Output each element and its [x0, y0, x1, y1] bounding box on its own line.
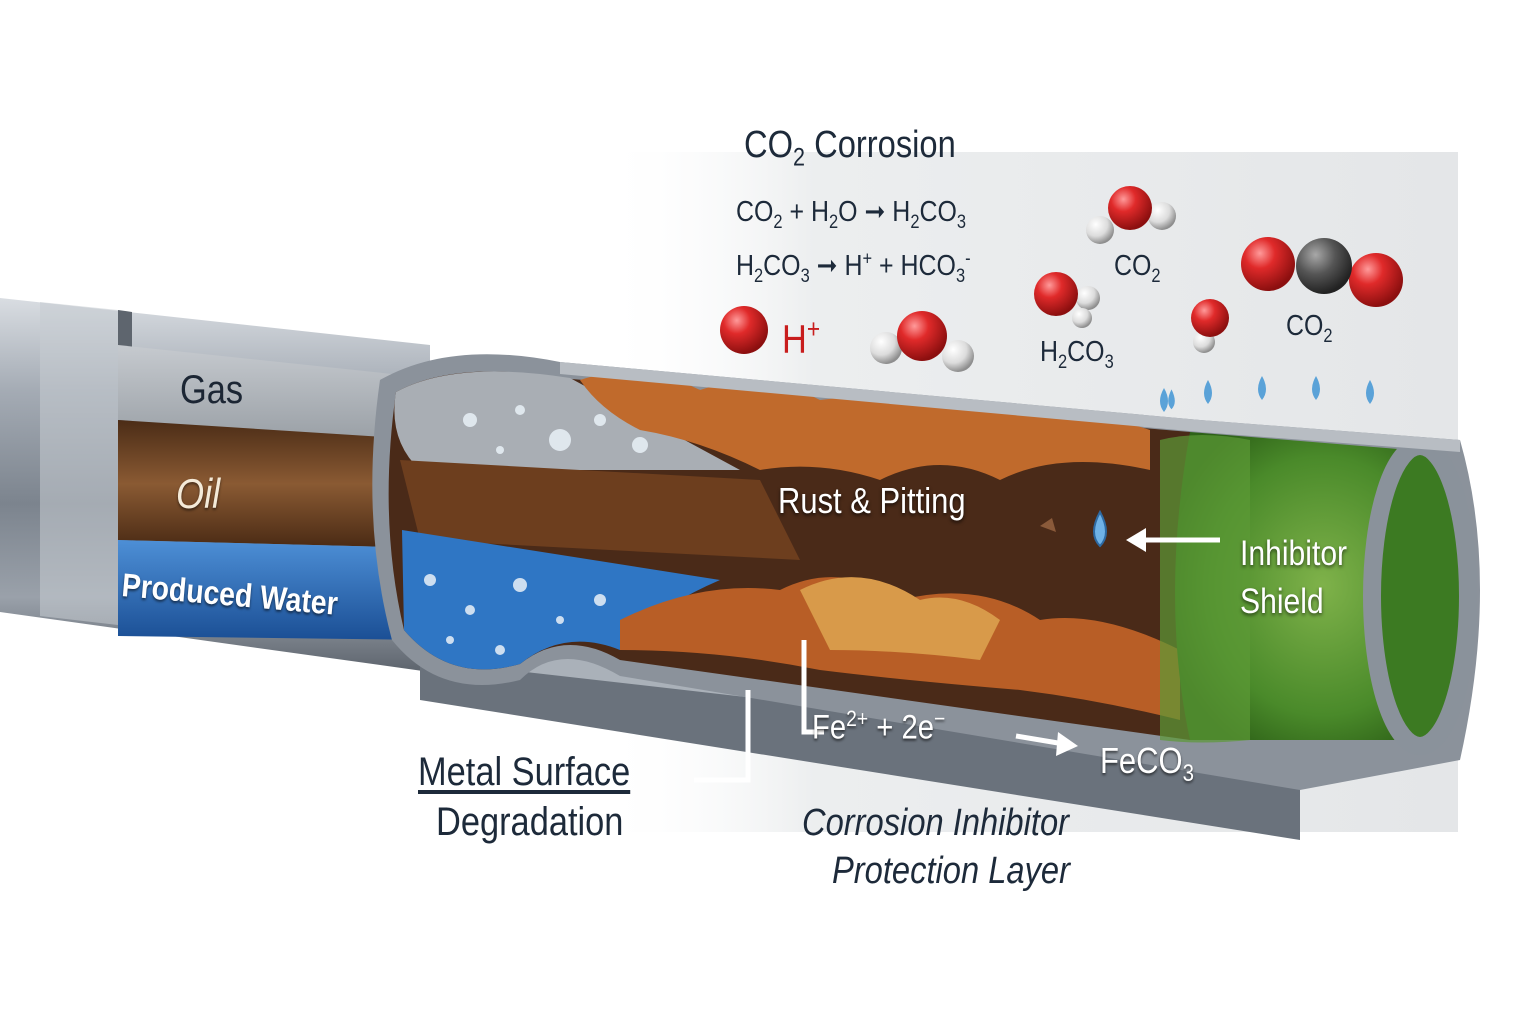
diagram-title: CO2 Corrosion: [744, 124, 956, 172]
gas-band: [118, 345, 430, 440]
metal-surface-callout-line1: Metal Surface: [418, 750, 631, 794]
molecule-oh: [1191, 299, 1229, 353]
rust-pitting-label: Rust & Pitting: [778, 480, 966, 521]
leader-lines: [801, 640, 824, 735]
metal-leader: [694, 690, 751, 783]
pipe-lower-wall: [420, 640, 1300, 840]
bubble-group: [424, 405, 685, 655]
feco3-label: FeCO3: [1100, 740, 1194, 788]
iron-reaction-label: Fe2+ + 2e−: [812, 706, 946, 747]
water-droplet-icon: [1093, 509, 1107, 548]
rust-chip: [1040, 518, 1056, 532]
droplet-row: [1160, 376, 1374, 412]
rust-deposits: [580, 372, 1180, 720]
inhibitor-shield: [1160, 432, 1477, 755]
water-band: [118, 540, 430, 640]
oil-band: [118, 420, 430, 548]
internal-gas: [394, 371, 740, 470]
pipe-top-rim: [560, 362, 1460, 452]
inhibitor-label-line1: Inhibitor: [1240, 534, 1348, 573]
h2co3-label: H2CO3: [1040, 336, 1114, 373]
gas-layer-label: Gas: [180, 368, 244, 412]
arrow-left-icon: [1126, 528, 1220, 552]
molecule-h2o-top: [1086, 186, 1176, 244]
co2-label-top: CO2: [1114, 250, 1161, 287]
internal-water: [402, 530, 720, 670]
molecule-h2co3: [1034, 272, 1100, 328]
metal-surface-callout-line2: Degradation: [436, 800, 624, 844]
oxygen-atom-icon: [720, 306, 768, 354]
protection-callout-line2: Protection Layer: [832, 850, 1070, 892]
inhibitor-label-line2: Shield: [1240, 582, 1324, 621]
molecule-h2o-mid: [870, 311, 974, 372]
arrow-right-icon: [1015, 732, 1078, 756]
equation-2: H2CO3 ➞ H+ + HCO3-: [736, 248, 971, 287]
oil-layer-label: Oil: [176, 470, 221, 517]
co2-label-right: CO2: [1286, 310, 1333, 347]
internal-oil: [400, 460, 800, 560]
protection-callout-line1: Corrosion Inhibitor: [802, 802, 1070, 844]
molecule-co2-right: [1241, 237, 1403, 307]
equation-1: CO2 + H2O ➞ H2CO3: [736, 196, 967, 233]
hydrogen-ion-label: H+: [782, 314, 821, 362]
